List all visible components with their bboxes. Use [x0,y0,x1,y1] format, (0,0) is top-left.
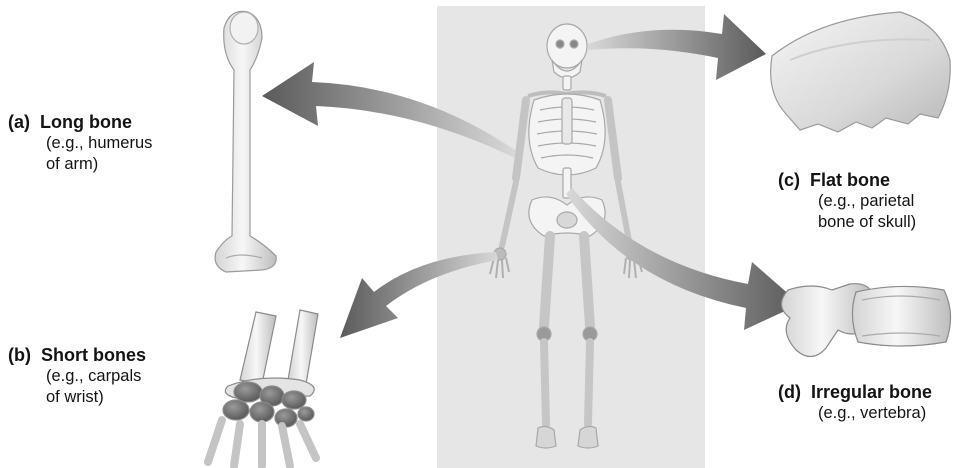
long-bone-example-1: (e.g., humerus [8,133,152,154]
label-flat-bone: (c) Flat bone (e.g., parietal bone of sk… [778,170,916,233]
label-long-bone: (a) Long bone (e.g., humerus of arm) [8,112,152,175]
parietal-bone-illustration [771,12,951,132]
short-bones-example-2: of wrist) [8,387,146,408]
irregular-bone-example-1: (e.g., vertebra) [778,403,932,424]
label-short-bones: (b) Short bones (e.g., carpals of wrist) [8,345,146,408]
short-bones-example-1: (e.g., carpals [8,366,146,387]
vertebra-illustration [781,284,950,357]
short-bones-letter: (b) [8,345,31,365]
flat-bone-example-2: bone of skull) [778,212,916,233]
long-bone-example-2: of arm) [8,154,152,175]
flat-bone-letter: (c) [778,170,800,190]
flat-bone-name: Flat bone [810,170,890,190]
irregular-bone-letter: (d) [778,382,801,402]
label-irregular-bone: (d) Irregular bone (e.g., vertebra) [778,382,932,424]
humerus-illustration [215,11,276,272]
wrist-carpals-illustration [208,310,318,466]
long-bone-name: Long bone [40,112,132,132]
short-bones-name: Short bones [41,345,146,365]
irregular-bone-name: Irregular bone [811,382,932,402]
flat-bone-example-1: (e.g., parietal [778,191,916,212]
long-bone-letter: (a) [8,112,30,132]
